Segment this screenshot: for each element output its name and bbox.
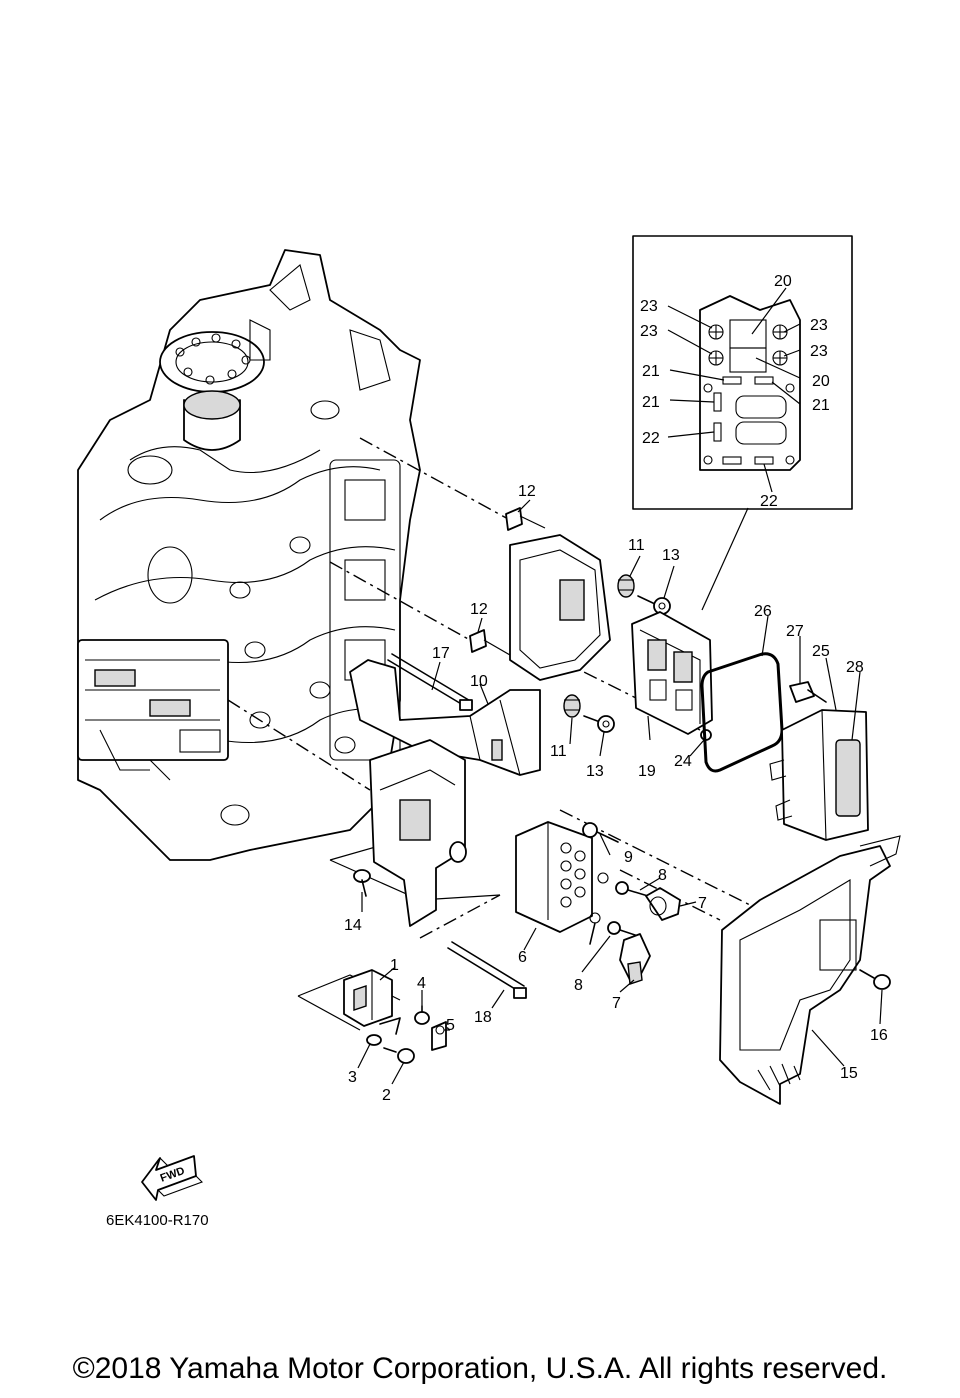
callout-21b: 21 (642, 394, 660, 411)
callout-4: 4 (417, 975, 426, 992)
callout-3: 3 (348, 1069, 357, 1086)
callout-27: 27 (786, 623, 804, 640)
callout-11b: 11 (550, 743, 567, 760)
callout-23d: 23 (810, 343, 828, 360)
bolt-16 (859, 969, 891, 990)
callout-12a: 12 (518, 483, 536, 500)
coil-bracket (369, 739, 467, 927)
bolt-12-upper (505, 507, 546, 531)
bolt-9 (582, 822, 619, 843)
engine-block (77, 249, 421, 861)
callout-18: 18 (474, 1009, 492, 1026)
callout-21c: 21 (812, 397, 830, 414)
callout-9: 9 (624, 849, 633, 866)
callout-13b: 13 (586, 763, 604, 780)
callout-20b: 20 (812, 373, 830, 390)
callout-13a: 13 (662, 547, 680, 564)
cap-7-lower (619, 933, 651, 985)
callout-6: 6 (518, 949, 527, 966)
callout-leaders (357, 499, 883, 1085)
ecu-19 (631, 611, 713, 735)
callout-22b: 22 (760, 493, 778, 510)
cable-tie-17 (387, 653, 473, 711)
cable-tie-18 (447, 941, 527, 999)
shield-plate-15 (719, 835, 901, 1105)
callout-12b: 12 (470, 601, 488, 618)
callout-1: 1 (390, 957, 399, 974)
callout-7b: 7 (612, 995, 621, 1012)
callout-14: 14 (344, 917, 362, 934)
copyright-notice: ©2018 Yamaha Motor Corporation, U.S.A. A… (72, 1352, 888, 1385)
callout-25: 25 (812, 643, 830, 660)
fuse-box-6 (515, 821, 593, 933)
gasket-26 (700, 652, 784, 773)
callout-28: 28 (846, 659, 864, 676)
callout-10: 10 (470, 673, 488, 690)
callout-8a: 8 (658, 867, 667, 884)
inset-detail (632, 235, 853, 510)
grommet-11-lower (563, 694, 581, 718)
callout-15: 15 (840, 1065, 858, 1082)
callout-7a: 7 (698, 895, 707, 912)
callout-26: 26 (754, 603, 772, 620)
callout-11a: 11 (628, 537, 645, 554)
bolt-13-upper (637, 595, 671, 615)
callout-16: 16 (870, 1027, 888, 1044)
callout-2: 2 (382, 1087, 391, 1104)
grommet-11-upper (617, 574, 635, 598)
clip-5 (431, 1021, 447, 1051)
callout-24: 24 (674, 753, 692, 770)
callout-20a: 20 (774, 273, 792, 290)
callout-8b: 8 (574, 977, 583, 994)
diagram-reference-code: 6EK4100-R170 (106, 1212, 209, 1229)
callout-labels: 1 2 3 4 5 6 7 7 8 8 9 10 11 11 12 12 13 … (344, 273, 888, 1104)
callout-19: 19 (638, 763, 656, 780)
sensor-27 (789, 681, 827, 703)
screw-4 (414, 1005, 430, 1025)
terminal-8-upper (597, 872, 649, 897)
callout-21a: 21 (642, 363, 660, 380)
bolt-14 (353, 869, 371, 897)
cover-28 (769, 709, 869, 841)
callout-23a: 23 (640, 298, 658, 315)
callout-5: 5 (446, 1017, 455, 1034)
bolt-13-lower (583, 715, 615, 733)
cap-7-upper (645, 887, 681, 921)
terminal-8-lower (589, 912, 639, 945)
part-drawings (343, 507, 901, 1105)
fwd-arrow: FWD (141, 1155, 203, 1201)
screw-2 (383, 1047, 415, 1064)
relay-1 (343, 969, 401, 1035)
callout-22a: 22 (642, 430, 660, 447)
bolt-12-lower (469, 629, 511, 656)
callout-17: 17 (432, 645, 450, 662)
callout-23b: 23 (640, 323, 658, 340)
callout-23c: 23 (810, 317, 828, 334)
